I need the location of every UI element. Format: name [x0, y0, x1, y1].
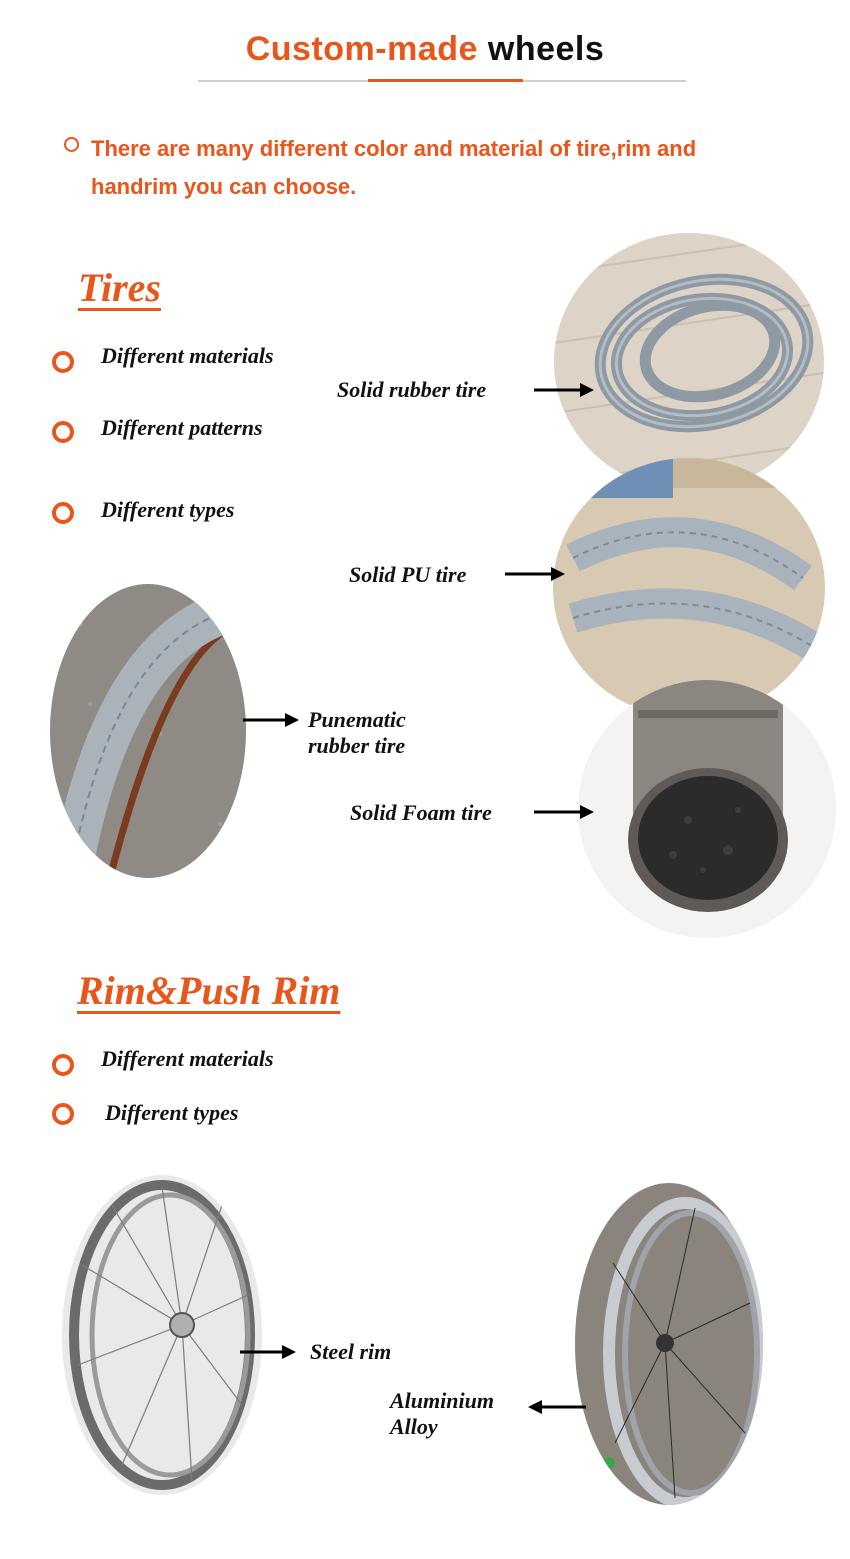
- tires-heading: Tires: [78, 265, 161, 310]
- label-solid-rubber-tire: Solid rubber tire: [337, 377, 487, 402]
- solid-pu-tire-photo: [553, 458, 825, 718]
- steel-rim-photo: [62, 1175, 262, 1495]
- label-aluminium-alloy: Aluminium Alloy: [390, 1388, 494, 1440]
- aluminium-rim-photo: [575, 1183, 763, 1505]
- solid-rubber-tire-photo: [554, 233, 824, 491]
- label-solid-foam-tire: Solid Foam tire: [350, 800, 492, 825]
- intro-bullet-icon: [64, 137, 79, 152]
- label-pneumatic-line-1: Punematic: [308, 707, 406, 732]
- title-highlight: Custom-made: [245, 30, 478, 68]
- arrow-right-icon: [534, 805, 594, 819]
- label-alu-line-1: Aluminium: [390, 1388, 494, 1413]
- tires-feature-materials: Different materials: [101, 343, 274, 368]
- label-solid-pu-tire: Solid PU tire: [349, 562, 467, 587]
- rims-heading: Rim&Push Rim: [77, 968, 341, 1013]
- intro-line-1: There are many different color and mater…: [91, 136, 697, 161]
- label-alu-line-2: Alloy: [390, 1414, 438, 1439]
- title-rest: wheels: [487, 30, 605, 68]
- bullet-ring-icon: [52, 1103, 74, 1125]
- pneumatic-tire-photo: [50, 584, 246, 878]
- arrow-right-icon: [240, 1345, 296, 1359]
- arrow-right-icon: [505, 567, 565, 581]
- rims-feature-types: Different types: [105, 1100, 239, 1125]
- intro-text: There are many different color and mater…: [91, 130, 791, 206]
- intro-line-2: handrim you can choose.: [91, 174, 357, 199]
- tires-feature-patterns: Different patterns: [101, 415, 263, 440]
- label-pneumatic-line-2: rubber tire: [308, 733, 406, 758]
- bullet-ring-icon: [52, 351, 74, 373]
- rims-feature-materials: Different materials: [101, 1046, 274, 1071]
- arrow-right-icon: [534, 383, 594, 397]
- title-divider-accent: [368, 79, 523, 82]
- arrow-left-icon: [528, 1400, 586, 1414]
- label-pneumatic-tire: Punematic rubber tire: [308, 707, 406, 759]
- bullet-ring-icon: [52, 421, 74, 443]
- bullet-ring-icon: [52, 1054, 74, 1076]
- page-title: Custom-made wheels: [0, 30, 850, 69]
- solid-foam-tire-photo: [578, 680, 836, 938]
- label-steel-rim: Steel rim: [310, 1339, 392, 1364]
- bullet-ring-icon: [52, 502, 74, 524]
- arrow-right-icon: [243, 713, 299, 727]
- tires-feature-types: Different types: [101, 497, 235, 522]
